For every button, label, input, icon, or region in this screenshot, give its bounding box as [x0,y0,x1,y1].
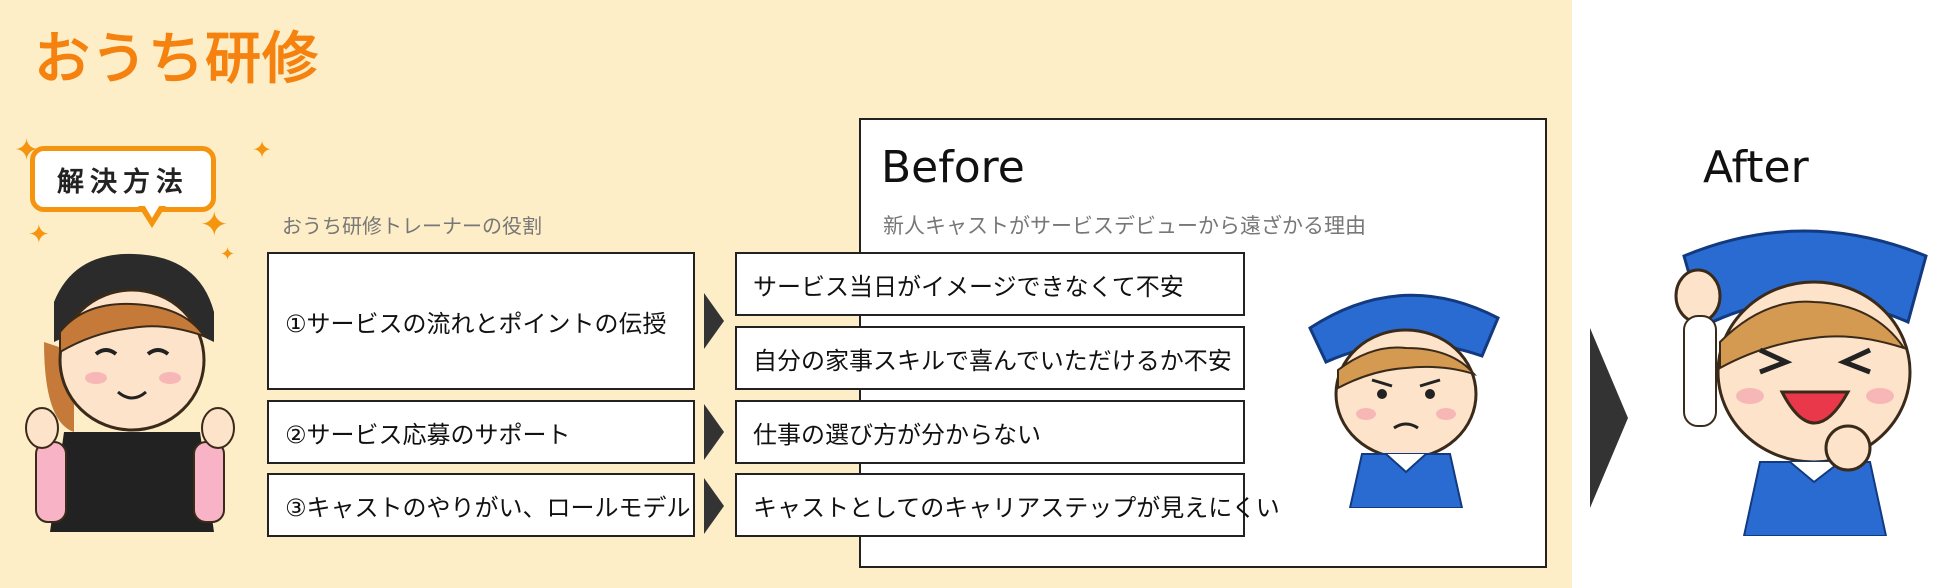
sparkle-icon: ✦ [200,205,229,245]
trainer-role-item: ①サービスの流れとポイントの伝授 [267,252,695,390]
badge-tail-inner [143,203,161,218]
reason-item: 仕事の選び方が分からない [735,400,1245,464]
sparkle-icon: ✦ [252,136,273,164]
before-subtitle: 新人キャストがサービスデビューから遠ざかる理由 [883,214,1366,238]
reason-item: キャストとしてのキャリアステップが見えにくい [735,473,1280,537]
sparkle-icon: ✦ [220,244,236,265]
trainer-illustration [25,253,235,532]
trainer-role-item: ②サービス応募のサポート [267,400,695,464]
trainer-role-label: おうち研修トレーナーの役割 [282,214,542,238]
reason-item: サービス当日がイメージできなくて不安 [735,252,1245,316]
arrow-right-icon [704,404,724,460]
trainer-role-item: ③キャストのやりがい、ロールモデル [267,473,695,537]
sparkle-icon: ✦ [28,220,50,250]
page-title: おうち研修 [34,27,319,92]
worried-staff-illustration [1308,293,1500,508]
reason-item: 自分の家事スキルで喜んでいただけるか不安 [735,326,1245,390]
after-heading: After [1703,142,1809,193]
arrow-right-icon [704,478,724,534]
sparkle-icon: ✦ [14,133,40,168]
happy-staff-illustration [1674,229,1928,536]
before-heading: Before [881,142,1025,193]
solution-badge: 解決方法 [30,146,216,212]
arrow-right-icon [704,293,724,349]
arrow-right-icon [1590,328,1628,508]
